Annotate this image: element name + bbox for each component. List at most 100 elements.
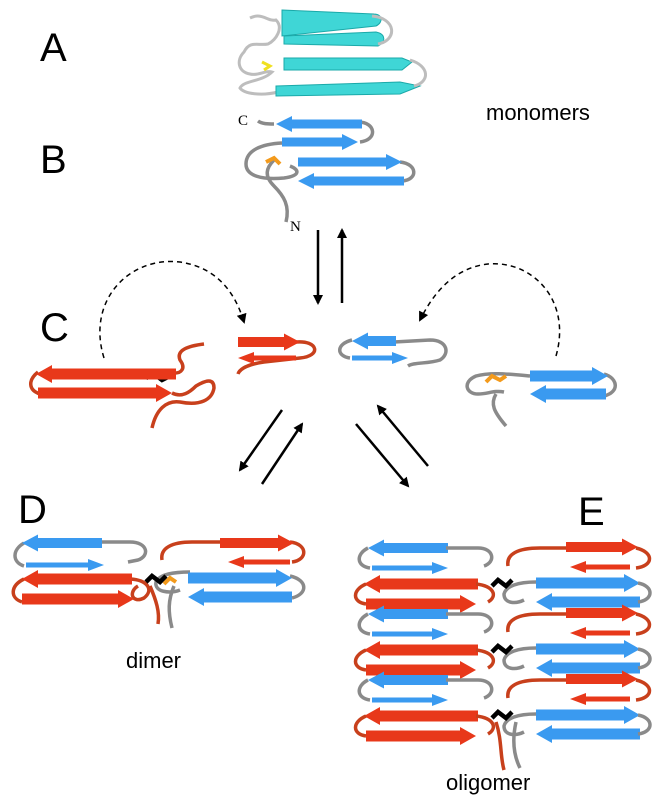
panel-label-b: B <box>40 138 67 182</box>
panel-label-a: A <box>40 26 67 70</box>
panel-b-strand-2 <box>282 134 358 150</box>
oligomer-red-strand-b <box>366 727 476 745</box>
oligomer-gray-loop-b <box>502 712 537 737</box>
oligomer-red-strand-d <box>570 561 630 573</box>
dimer-red-strand-1 <box>22 570 132 588</box>
dashed-arrow-left <box>99 260 247 359</box>
caption-oligomer: oligomer <box>446 770 531 795</box>
oligomer-red-turn-right <box>635 612 652 636</box>
panel-b-turn-top <box>357 120 375 144</box>
blue-strand-top <box>352 332 396 350</box>
dimer-red-loop-b <box>160 540 220 561</box>
dimer-disulfide-black <box>144 573 168 585</box>
oligomer-blue-strand-a <box>368 671 448 689</box>
dimer-blue-loop-b <box>154 570 191 594</box>
oligomer-unit-2 <box>353 604 652 679</box>
oligomer-gray-tail <box>512 721 522 769</box>
dimer-blue-strand-2 <box>26 559 104 571</box>
dimer-blue-turn-right <box>289 574 306 600</box>
panel-c-red-monomer <box>29 340 317 429</box>
panel-b-strand-1 <box>276 116 362 132</box>
panel-b-strand-4 <box>298 173 404 189</box>
oligomer-red-turn <box>353 582 367 606</box>
oligomer-gray-turn-right <box>637 581 652 604</box>
oligomer-gray-loop <box>446 612 494 634</box>
oligomer-red-loop <box>475 714 496 736</box>
oligomer-red-loop-b <box>506 546 566 567</box>
oligomer-red-strand-c <box>566 670 638 688</box>
blue-strand-bottom-2 <box>530 385 606 403</box>
blue-disulfide <box>484 373 508 384</box>
blue-turn-left <box>338 338 353 360</box>
oligomer-blue-strand-d <box>536 659 640 677</box>
oligomer-red-loop <box>475 582 496 604</box>
oligomer-blue-strand-c <box>536 706 640 724</box>
panel-label-c: C <box>40 306 69 350</box>
arrow-to-oligomer <box>355 423 410 488</box>
oligomer-disulfide <box>490 643 514 655</box>
red-strand-bottom-1 <box>36 365 176 383</box>
oligomer-gray-loop-b <box>502 646 537 671</box>
red-turn-left <box>29 370 41 396</box>
oligomer-red-turn-right <box>635 546 652 570</box>
panel-a-ribbon-structure <box>237 9 427 97</box>
panel-b-strands <box>276 116 404 189</box>
equilibrium-arrows-vertical <box>313 228 347 305</box>
oligomer-disulfide <box>490 577 514 589</box>
oligomer-blue-strand-b <box>372 694 448 706</box>
c-terminus-label: C <box>238 113 249 129</box>
dimer-disulfide-orange <box>162 575 178 586</box>
oligomer-blue-strand-c <box>536 640 640 658</box>
panel-a-turn-1 <box>371 14 394 46</box>
red-strand-top <box>238 333 300 351</box>
oligomer-gray-loop <box>446 546 494 568</box>
oligomer-red-strand-b <box>366 595 476 613</box>
oligomer-red-turn <box>353 714 367 738</box>
panel-a-loop <box>237 14 281 96</box>
blue-loop-top <box>393 338 448 368</box>
oligomer-red-strand-a <box>364 707 478 725</box>
panel-b-monomer-topology <box>244 119 416 223</box>
oligomer-blue-strand-a <box>368 605 448 623</box>
oligomer-gray-turn <box>357 678 371 702</box>
dimer-gray-tail <box>167 585 176 629</box>
panel-b-disulfide <box>265 155 282 166</box>
oligomer-blue-strand-a <box>368 539 448 557</box>
oligomer-red-loop-b <box>506 612 566 633</box>
oligomer-gray-loop-b <box>502 580 537 605</box>
oligomer-red-loop <box>475 648 496 670</box>
panel-a-strand-2 <box>283 31 385 47</box>
oligomer-red-strand-a <box>364 575 478 593</box>
panel-c-strands <box>36 332 608 403</box>
oligomer-blue-strand-d <box>536 593 640 611</box>
oligomer-unit-1 <box>353 538 652 613</box>
caption-monomers: monomers <box>486 100 590 125</box>
blue-strand-top-2 <box>352 352 408 364</box>
arrow-from-oligomer <box>376 404 429 467</box>
oligomer-gray-turn <box>357 612 371 636</box>
dimer-blue-loop <box>100 540 148 564</box>
panel-d-dimer <box>11 540 306 629</box>
panel-a-strand-4 <box>275 81 422 97</box>
dimer-red-strand-3 <box>220 534 294 552</box>
oligomer-red-loop-b <box>506 678 566 699</box>
oligomer-red-tail <box>494 721 506 771</box>
oligomer-blue-strand-b <box>372 628 448 640</box>
dimer-red-loop-a <box>129 577 151 602</box>
dimer-blue-strand-1 <box>22 534 102 552</box>
panel-a-strand-3 <box>283 57 413 71</box>
dimer-red-turn-right <box>289 540 306 564</box>
panel-d-strands <box>22 534 294 608</box>
panel-label-d: D <box>18 488 47 532</box>
equilibrium-arrows-diagonal <box>238 404 429 488</box>
oligomer-red-strand-b <box>366 661 476 679</box>
red-loop-up <box>171 342 205 375</box>
panel-b-c-tail <box>256 119 275 126</box>
n-terminus-label: N <box>290 219 301 235</box>
blue-loop-down <box>491 393 508 428</box>
oligomer-gray-turn <box>357 546 371 570</box>
oligomer-red-strand-c <box>566 538 638 556</box>
oligomer-unit-3 <box>353 670 652 745</box>
arrow-to-dimer <box>238 409 284 472</box>
